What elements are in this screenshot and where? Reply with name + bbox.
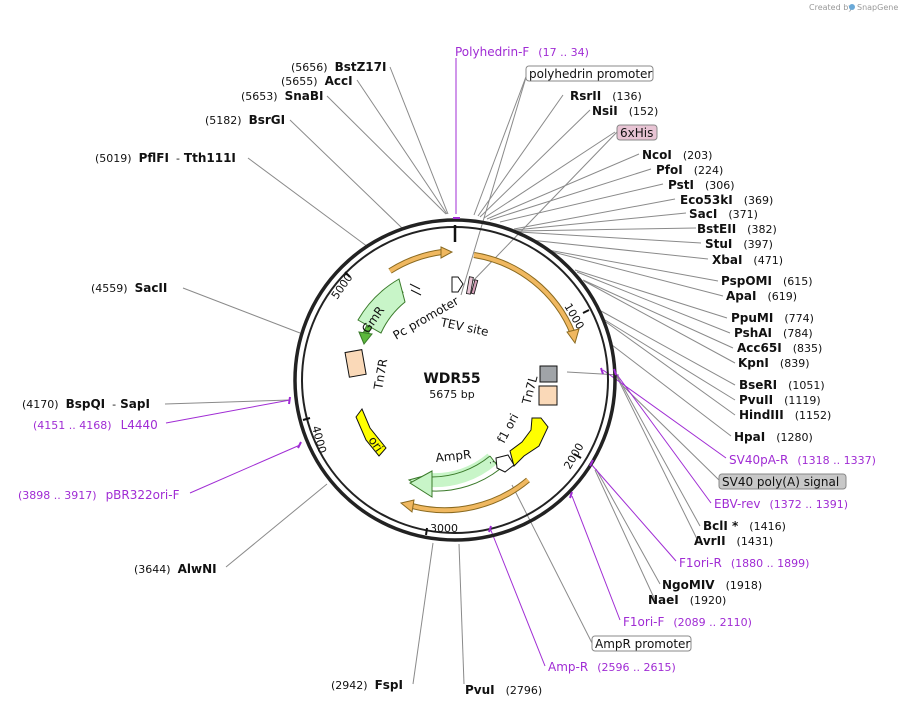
enzyme-apai: ApaI(619): [726, 289, 797, 303]
backbone-outer: [293, 218, 617, 542]
sixhis-label: 6xHis: [620, 126, 653, 140]
snapgene-logo-icon: [849, 4, 855, 10]
primer-l4440: (4151 .. 4168)L4440: [33, 418, 158, 432]
tn7l-label: Tn7L: [519, 374, 540, 407]
primer-polyhedrin-f: Polyhedrin-F(17 .. 34): [455, 45, 589, 59]
enzyme-pspomi: PspOMI(615): [721, 274, 813, 288]
sv40-feature: [539, 365, 558, 383]
primer-leader-lines: [165, 58, 727, 667]
primer-ebv-rev: EBV-rev(1372 .. 1391): [714, 497, 848, 511]
enzyme-psti: PstI(306): [668, 178, 735, 192]
enzyme-ppumi: PpuMI(774): [731, 311, 814, 325]
ampr-feature: [407, 453, 501, 498]
snapgene-brand: SnapGene: [857, 3, 898, 12]
enzyme-kpni: KpnI(839): [738, 356, 810, 370]
f1-ori-label: f1 ori: [494, 411, 521, 445]
enzyme-stui: StuI(397): [705, 237, 773, 251]
enzyme-xbai: XbaI(471): [712, 253, 783, 267]
tev-site-label: TEV site: [438, 315, 489, 339]
tev-site-feature: [451, 276, 479, 295]
ampr-promoter-feature: [495, 454, 515, 473]
enzyme-alwni: (3644)AlwNI: [134, 562, 217, 576]
enzyme-sacii: (4559)SacII: [91, 281, 167, 295]
ampr-promoter-box: [591, 635, 692, 652]
enzyme-rsrii: RsrII(136): [570, 89, 642, 103]
enzyme-snabi: (5653)SnaBI: [241, 89, 323, 103]
tick-marks: [302, 271, 590, 536]
primer-site-marks: [288, 217, 617, 533]
enzyme-bspqi: (4170)BspQI-SapI: [22, 397, 150, 411]
gmr-feature: [357, 278, 406, 345]
enzyme-acci: (5655)AccI: [281, 74, 353, 88]
enzyme-naei: NaeI(1920): [648, 593, 726, 607]
tick-label-3000: 3000: [430, 522, 458, 535]
tn7l-feature: [538, 385, 558, 406]
enzyme-bcli: BclI *(1416): [703, 519, 786, 533]
primer-amp-r: Amp-R(2596 .. 2615): [548, 660, 676, 674]
enzyme-pflfi: (5019)PflFI-Tth111I: [95, 151, 236, 165]
primer-f1ori-f: F1ori-F(2089 .. 2110): [623, 615, 752, 629]
enzyme-eco53ki: Eco53kI(369): [680, 193, 773, 207]
enzyme-bseri: BseRI(1051): [739, 378, 825, 392]
enzyme-bsrgi: (5182)BsrGI: [205, 113, 285, 127]
enzyme-nsii: NsiI(152): [592, 104, 658, 118]
primer-f1ori-r: F1ori-R(1880 .. 1899): [679, 556, 809, 570]
pc-promoter-feature: [409, 283, 422, 296]
plasmid-name: WDR55: [423, 371, 480, 387]
sv40-box: [718, 473, 847, 490]
sv40-label: SV40 poly(A) signal: [722, 475, 839, 489]
sixhis-box: [616, 124, 658, 141]
polyhedrin-promoter-label: polyhedrin promoter: [529, 67, 652, 81]
enzyme-pvuii: PvuII(1119): [739, 393, 821, 407]
enzyme-ngomiv: NgoMIV(1918): [662, 578, 762, 592]
primer-sv40pa-r: SV40pA-R(1318 .. 1337): [729, 453, 876, 467]
enzyme-hindiii: HindIII(1152): [739, 408, 831, 422]
tn7r-label: Tn7R: [371, 358, 390, 392]
plasmid-length: 5675 bp: [429, 388, 474, 401]
enzyme-hpai: HpaI(1280): [734, 430, 813, 444]
ampr-promoter-label: AmpR promoter: [595, 637, 690, 651]
ampr-label: AmpR: [435, 447, 472, 465]
credit-text: Created by: [809, 3, 853, 12]
orange-arrows: [388, 246, 580, 514]
enzyme-pshai: PshAI(784): [734, 326, 813, 340]
enzyme-fspi: (2942)FspI: [331, 678, 403, 692]
enzyme-saci: SacI(371): [689, 207, 758, 221]
enzyme-bsteii: BstEII(382): [697, 222, 777, 236]
enzyme-pvui: PvuI(2796): [465, 683, 542, 697]
tick-label-2000: 2000: [561, 441, 586, 472]
ori-feature: [355, 408, 387, 457]
tn7r-feature: [344, 349, 367, 378]
enzyme-avrii: AvrII(1431): [694, 534, 773, 548]
primer-pbr322ori-f: (3898 .. 3917)pBR322ori-F: [18, 488, 180, 502]
f1-ori-feature: [509, 417, 549, 467]
enzyme-ncoi: NcoI(203): [642, 148, 712, 162]
polyhedrin-promoter-box: [525, 65, 654, 82]
enzyme-bstz17i: (5656)BstZ17I: [291, 60, 386, 74]
enzyme-pfoi: PfoI(224): [656, 163, 723, 177]
enzyme-acc65i: Acc65I(835): [737, 341, 822, 355]
